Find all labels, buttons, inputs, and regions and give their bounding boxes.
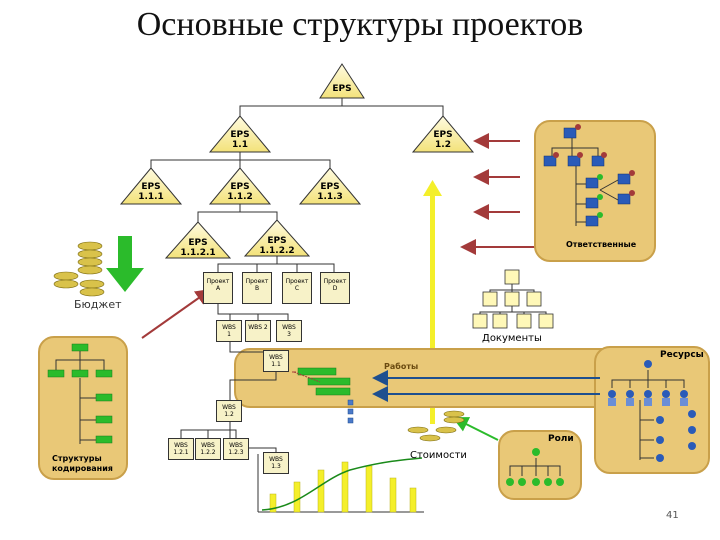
wbs-1-3: WBS 1.3	[263, 452, 289, 474]
activities-label: Работы	[384, 362, 419, 371]
page-number: 41	[666, 510, 679, 521]
coding-label: Структуры кодирования	[52, 454, 113, 473]
slide-title: Основные структуры проектов	[136, 6, 584, 43]
eps-1-1-2-label: EPS 1.1.2	[227, 182, 253, 202]
wbs-1-2-2: WBS 1.2.2	[195, 438, 221, 460]
eps-1-1-1-label: EPS 1.1.1	[138, 182, 164, 202]
eps-1-1-3-triangle	[298, 167, 362, 205]
eps-connectors	[150, 96, 444, 320]
eps-1-1-2-1-triangle	[164, 221, 232, 259]
eps-1-1-3-label: EPS 1.1.3	[317, 182, 343, 202]
documents-label: Документы	[482, 333, 542, 344]
project-b: Проект B	[242, 272, 272, 304]
wbs-1-2-3: WBS 1.2.3	[223, 438, 249, 460]
eps-1-1-2-1-label: EPS 1.1.2.1	[180, 238, 216, 258]
project-c: Проект C	[282, 272, 312, 304]
eps-root-triangle	[319, 63, 365, 99]
eps-root-label: EPS	[332, 84, 352, 94]
yellow-arrow	[423, 180, 442, 424]
eps-1-1-triangle	[208, 115, 272, 153]
wbs-1-2: WBS 1.2	[216, 400, 242, 422]
wbs-3: WBS 3	[276, 320, 302, 342]
wbs-2: WBS 2	[245, 320, 271, 342]
eps-1-1-1-triangle	[119, 167, 183, 205]
eps-triangles	[119, 63, 475, 259]
roles-label: Роли	[548, 434, 574, 444]
gantt-panel	[234, 348, 634, 408]
project-a: Проект А	[203, 272, 233, 304]
cost-label: Стоимости	[410, 450, 467, 461]
eps-1-1-label: EPS 1.1	[230, 130, 250, 150]
eps-1-1-2-2-label: EPS 1.1.2.2	[259, 236, 295, 256]
wbs-1: WBS 1	[216, 320, 242, 342]
budget-green-arrow	[106, 236, 144, 292]
responsible-label: Ответственные	[566, 240, 637, 249]
red-arrows	[141, 133, 540, 339]
eps-1-2-triangle	[411, 115, 475, 153]
eps-1-1-2-2-triangle	[243, 219, 311, 257]
wbs-1-2-1: WBS 1.2.1	[168, 438, 194, 460]
wbs-1-1: WBS 1.1	[263, 350, 289, 372]
resources-panel	[594, 346, 710, 474]
resources-label: Ресурсы	[660, 350, 704, 360]
eps-1-2-label: EPS 1.2	[433, 130, 453, 150]
eps-1-1-2-triangle	[208, 167, 272, 205]
budget-label: Бюджет	[74, 298, 122, 311]
project-d: Проект D	[320, 272, 350, 304]
